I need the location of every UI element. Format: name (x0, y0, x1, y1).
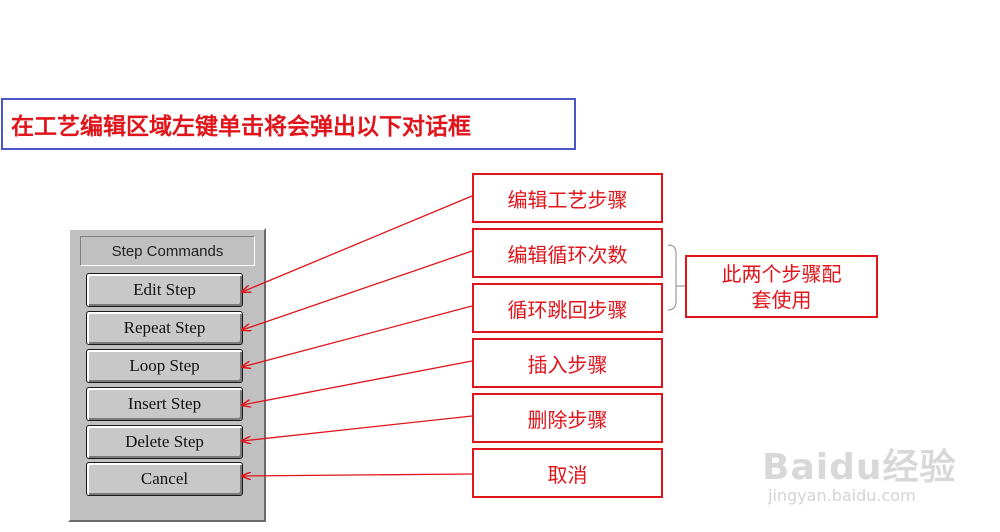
paired-steps-note-line1: 此两个步骤配 (721, 261, 842, 286)
annotation-cancel: 取消 (472, 448, 663, 498)
dialog-title: Step Commands (80, 236, 255, 266)
annotation-edit-step: 编辑工艺步骤 (472, 173, 663, 223)
paired-steps-note: 此两个步骤配 套使用 (685, 255, 878, 318)
step-commands-dialog: Step Commands Edit Step Repeat Step Loop… (68, 228, 266, 522)
annotation-loop-step: 循环跳回步骤 (472, 283, 663, 333)
heading-box: 在工艺编辑区域左键单击将会弹出以下对话框 (1, 98, 576, 150)
insert-step-button[interactable]: Insert Step (86, 387, 243, 421)
annotation-delete-step: 删除步骤 (472, 393, 663, 443)
arrow-insert-step (242, 360, 473, 405)
arrow-delete-step (242, 415, 473, 441)
baidu-jingyan-watermark: Baidu经验 jingyan.baidu.com (762, 432, 962, 512)
annotation-insert-step: 插入步骤 (472, 338, 663, 388)
pairing-bracket (667, 244, 677, 311)
watermark-brand: Baidu经验 (762, 447, 957, 488)
repeat-step-button[interactable]: Repeat Step (86, 311, 243, 345)
arrow-edit-step (242, 195, 473, 292)
arrow-repeat-step (242, 250, 473, 330)
watermark-url: jingyan.baidu.com (768, 486, 916, 505)
delete-step-button[interactable]: Delete Step (86, 425, 243, 459)
loop-step-button[interactable]: Loop Step (86, 349, 243, 383)
paired-steps-note-line2: 套使用 (751, 287, 812, 312)
cancel-button[interactable]: Cancel (86, 462, 243, 496)
arrow-cancel (242, 474, 473, 476)
edit-step-button[interactable]: Edit Step (86, 273, 243, 307)
heading-text: 在工艺编辑区域左键单击将会弹出以下对话框 (11, 114, 471, 140)
annotation-repeat-step: 编辑循环次数 (472, 228, 663, 278)
arrow-loop-step (242, 305, 473, 367)
